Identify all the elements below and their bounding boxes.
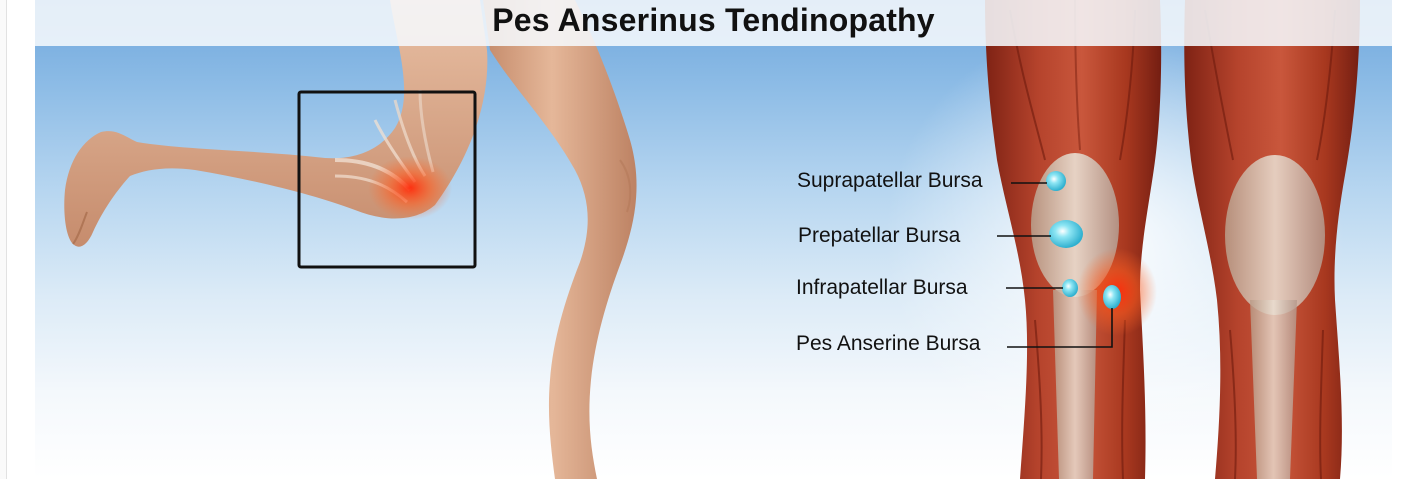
toe-line [72, 211, 88, 245]
label-pes-anserine-bursa: Pes Anserine Bursa [796, 332, 981, 355]
medical-illustration: Pes Anserinus Tendinopathy Suprapatellar… [35, 0, 1392, 479]
label-prepatellar-bursa: Prepatellar Bursa [798, 224, 961, 247]
title-band: Pes Anserinus Tendinopathy [35, 0, 1392, 46]
infrapatellar-bursa-marker [1062, 279, 1078, 297]
knee-inflammation-left [368, 156, 452, 220]
left-frame-border [0, 0, 7, 479]
leader-lines [997, 182, 1113, 348]
front-knee-crease [619, 159, 632, 213]
front-leg [483, 0, 637, 479]
pes-anserine-bursa-marker [1103, 285, 1121, 309]
knee-highlight-box [297, 90, 477, 269]
anatomy-artwork [64, 0, 1360, 479]
suprapatellar-bursa-marker [1046, 171, 1066, 191]
label-suprapatellar-bursa: Suprapatellar Bursa [797, 169, 983, 192]
anatomical-leg-right [1184, 0, 1360, 479]
prepatellar-bursa-marker [1049, 220, 1083, 248]
label-infrapatellar-bursa: Infrapatellar Bursa [796, 276, 968, 299]
page-title: Pes Anserinus Tendinopathy [492, 2, 935, 38]
